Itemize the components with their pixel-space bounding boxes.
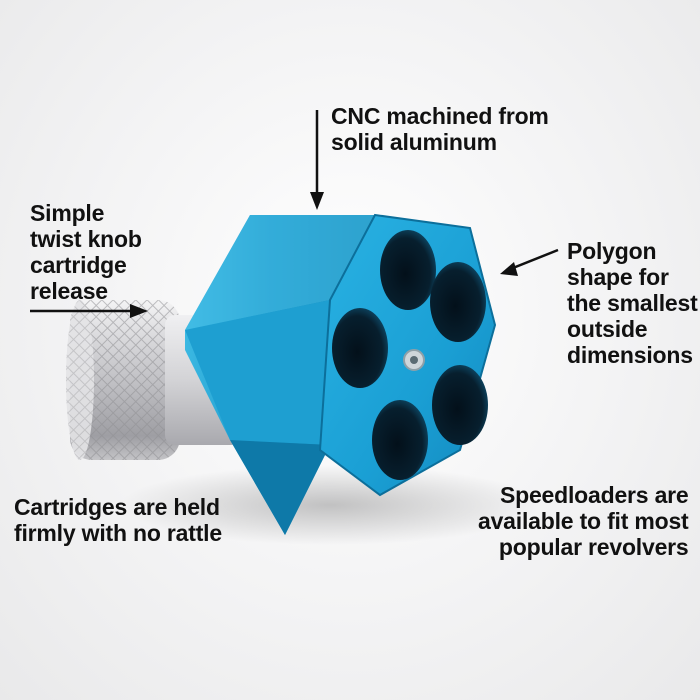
callout-polygon-line: the smallest bbox=[567, 290, 698, 316]
callout-twist-knob: Simple twist knob cartridge release bbox=[30, 200, 142, 304]
callout-polygon: Polygon shape for the smallest outside d… bbox=[567, 238, 698, 368]
callout-polygon-line: dimensions bbox=[567, 342, 693, 368]
arrow-cnc bbox=[310, 110, 324, 210]
callout-polygon-line: shape for bbox=[567, 264, 669, 290]
chamber-hole bbox=[380, 230, 436, 310]
arrow-polygon bbox=[500, 248, 559, 276]
ground-shadow bbox=[120, 465, 540, 545]
chamber-hole bbox=[432, 365, 488, 445]
callout-cartridges: Cartridges are held firmly with no rattl… bbox=[14, 494, 222, 546]
callout-twist-knob-line: twist knob bbox=[30, 226, 142, 252]
callout-cartridges-line: Cartridges are held bbox=[14, 494, 220, 520]
callout-cnc-line: solid aluminum bbox=[331, 129, 497, 155]
callout-speedloaders-line: available to fit most bbox=[478, 508, 689, 534]
chamber-hole bbox=[430, 262, 486, 342]
callout-speedloaders-line: Speedloaders are bbox=[499, 482, 689, 508]
chamber-hole bbox=[372, 400, 428, 480]
chamber-hole bbox=[332, 308, 388, 388]
callout-speedloaders: Speedloaders are available to fit most p… bbox=[478, 482, 689, 560]
callout-polygon-line: outside bbox=[567, 316, 648, 342]
callout-cartridges-line: firmly with no rattle bbox=[14, 520, 222, 546]
callout-cnc: CNC machined from solid aluminum bbox=[331, 103, 549, 155]
blue-cylinder-body bbox=[185, 213, 497, 535]
callout-twist-knob-line: Simple bbox=[30, 200, 105, 226]
callout-twist-knob-line: cartridge bbox=[30, 252, 127, 278]
arrow-twist-knob bbox=[30, 304, 148, 318]
callout-polygon-line: Polygon bbox=[567, 238, 657, 264]
callout-speedloaders-line: popular revolvers bbox=[498, 534, 689, 560]
callout-cnc-line: CNC machined from bbox=[331, 103, 549, 129]
knurled-knob bbox=[66, 300, 180, 460]
callout-twist-knob-line: release bbox=[30, 278, 108, 304]
